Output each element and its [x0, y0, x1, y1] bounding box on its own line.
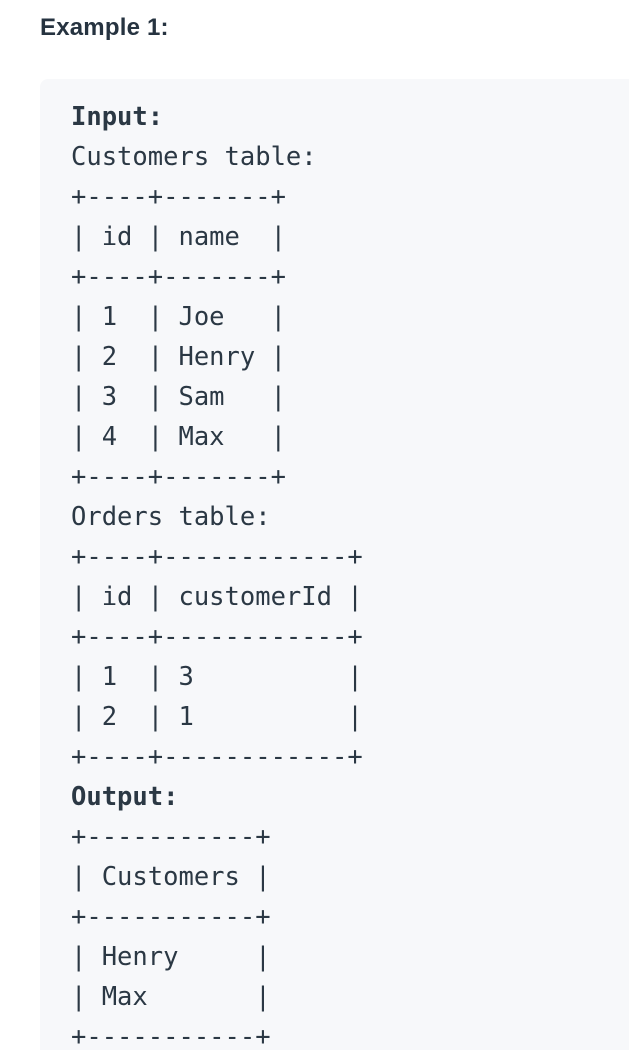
output-table-border: +-----------+ [71, 902, 271, 932]
output-table-row: | Max | [71, 982, 271, 1012]
customers-table-border: +----+-------+ [71, 262, 286, 292]
orders-table-row: | 2 | 1 | [71, 702, 363, 732]
customers-table-row: | 1 | Joe | [71, 302, 286, 332]
output-table-header: | Customers | [71, 862, 271, 892]
customers-table-header: | id | name | [71, 222, 286, 252]
customers-table-label: Customers table: [71, 142, 317, 172]
customers-table-row: | 3 | Sam | [71, 382, 286, 412]
output-table-border: +-----------+ [71, 1022, 271, 1050]
customers-table-border: +----+-------+ [71, 182, 286, 212]
customers-table-row: | 4 | Max | [71, 422, 286, 452]
orders-table-row: | 1 | 3 | [71, 662, 363, 692]
orders-table-border: +----+------------+ [71, 742, 363, 772]
example-heading: Example 1: [40, 14, 169, 41]
input-label: Input: [71, 102, 164, 132]
customers-table-row: | 2 | Henry | [71, 342, 286, 372]
output-label: Output: [71, 782, 179, 812]
orders-table-header: | id | customerId | [71, 582, 363, 612]
example-code-block: Input: Customers table: +----+-------+ |… [40, 79, 629, 1050]
output-table-row: | Henry | [71, 942, 271, 972]
orders-table-border: +----+------------+ [71, 542, 363, 572]
customers-table-border: +----+-------+ [71, 462, 286, 492]
orders-table-label: Orders table: [71, 502, 271, 532]
orders-table-border: +----+------------+ [71, 622, 363, 652]
output-table-border: +-----------+ [71, 822, 271, 852]
